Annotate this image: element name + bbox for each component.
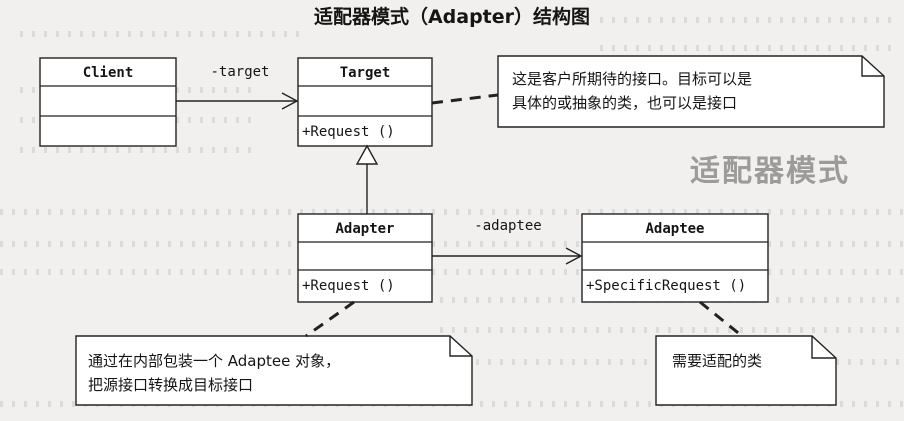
note-adaptee: 需要适配的类 <box>655 335 837 406</box>
generalization-adapter-target <box>355 144 379 214</box>
note-adapter-line-1: 通过在内部包装一个 Adaptee 对象， <box>88 352 340 370</box>
note-adapter-box <box>75 335 473 406</box>
note-adapter-line-2: 把源接口转换成目标接口 <box>88 376 253 394</box>
association-adapter-adaptee: -adaptee <box>432 218 583 265</box>
note-adapter: 通过在内部包装一个 Adaptee 对象， 把源接口转换成目标接口 <box>75 335 473 406</box>
class-target: Target +Request () <box>297 57 433 147</box>
note-target-line-1: 这是客户所期待的接口。目标可以是 <box>512 70 752 88</box>
generalization-triangle <box>355 144 379 165</box>
note-adaptee-box <box>655 335 837 406</box>
note-adaptee-line-1: 需要适配的类 <box>672 352 762 370</box>
class-target-name: Target <box>340 65 391 81</box>
class-adapter: Adapter +Request () <box>297 213 433 303</box>
class-adapter-operation: +Request () <box>302 278 395 294</box>
class-client-name: Client <box>83 65 134 81</box>
note-target-box <box>497 55 885 128</box>
class-client: Client <box>39 57 177 147</box>
association-client-target-arrowhead <box>281 92 299 110</box>
background-heading: 适配器模式 <box>690 154 850 189</box>
class-target-operation: +Request () <box>302 124 395 140</box>
association-client-target: -target <box>176 64 299 110</box>
note-target: 这是客户所期待的接口。目标可以是 具体的或抽象的类，也可以是接口 <box>497 55 885 128</box>
class-adapter-box <box>297 213 433 303</box>
association-client-target-label: -target <box>210 64 269 80</box>
class-adaptee-box <box>581 213 769 303</box>
class-adapter-name: Adapter <box>335 221 394 237</box>
class-target-box <box>297 57 433 147</box>
note-target-fold <box>861 56 884 77</box>
diagram-title: 适配器模式（Adapter）结构图 <box>313 6 591 28</box>
class-adaptee: Adaptee +SpecificRequest () <box>581 213 769 303</box>
note-adapter-fold <box>449 336 472 357</box>
class-client-box <box>39 57 177 147</box>
note-target-anchor <box>431 93 499 105</box>
class-adaptee-operation: +SpecificRequest () <box>586 278 746 294</box>
note-adaptee-fold <box>811 336 836 359</box>
class-adaptee-name: Adaptee <box>645 221 704 237</box>
note-adaptee-anchor <box>699 300 743 338</box>
association-adapter-adaptee-label: -adaptee <box>474 218 541 234</box>
note-adapter-anchor <box>305 300 355 338</box>
note-target-line-2: 具体的或抽象的类，也可以是接口 <box>512 94 737 112</box>
association-adapter-adaptee-arrowhead <box>565 247 583 265</box>
